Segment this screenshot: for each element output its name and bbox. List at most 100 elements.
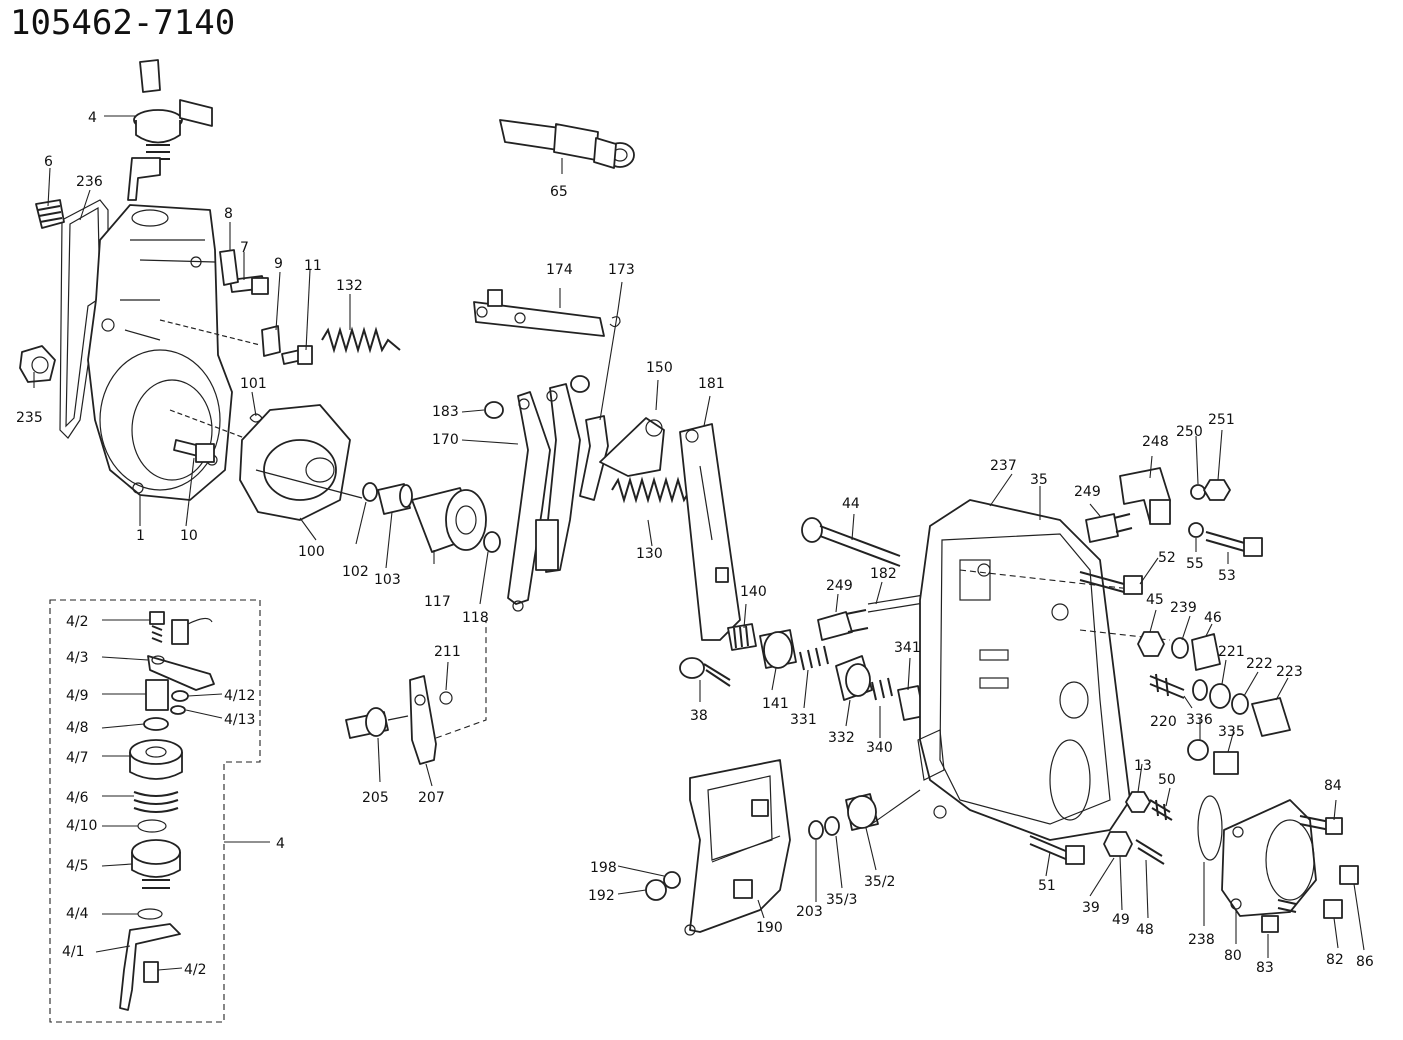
label-183: 183 <box>432 404 459 420</box>
fitting-35-2 <box>845 793 879 831</box>
label-kit-4: 4 <box>276 836 285 852</box>
bolt-335 <box>1213 751 1239 775</box>
nut-192 <box>645 879 667 901</box>
label-221: 221 <box>1218 644 1245 660</box>
arm-181 <box>679 423 741 641</box>
label-118: 118 <box>462 610 489 626</box>
label-173: 173 <box>608 262 635 278</box>
bolt-10 <box>173 439 215 463</box>
nut-251 <box>1203 479 1231 501</box>
label-336: 336 <box>1186 712 1213 728</box>
label-1: 1 <box>136 528 145 544</box>
label-9: 9 <box>274 256 283 272</box>
label-44: 44 <box>842 496 860 512</box>
lever-assembly-170 <box>507 383 609 612</box>
washer-221 <box>1192 679 1208 701</box>
label-182: 182 <box>870 566 897 582</box>
label-340: 340 <box>866 740 893 756</box>
washer-336 <box>1187 739 1209 761</box>
flange-80 <box>1221 799 1317 917</box>
label-65: 65 <box>550 184 568 200</box>
label-238: 238 <box>1188 932 1215 948</box>
label-211: 211 <box>434 644 461 660</box>
label-205: 205 <box>362 790 389 806</box>
flyweight-100 <box>239 404 363 521</box>
label-198: 198 <box>590 860 617 876</box>
link-150 <box>599 417 665 477</box>
leader-lines <box>33 115 1365 971</box>
link-bar-174 <box>473 289 605 337</box>
label-51: 51 <box>1038 878 1056 894</box>
label-kit-4-1: 4/1 <box>62 944 85 960</box>
bolt-7 <box>229 275 269 295</box>
label-kit-4-8: 4/8 <box>66 720 89 736</box>
label-13: 13 <box>1134 758 1152 774</box>
washer-203 <box>808 820 824 840</box>
label-kit-4-12: 4/12 <box>224 688 255 704</box>
label-kit-4-3: 4/3 <box>66 650 89 666</box>
label-kit-4-7: 4/7 <box>66 750 89 766</box>
nut-183 <box>484 401 504 419</box>
adjuster-chain <box>727 623 925 721</box>
label-8: 8 <box>224 206 233 222</box>
leader-118-path <box>435 620 487 739</box>
bolt-44 <box>801 517 901 567</box>
nut-198 <box>663 871 681 889</box>
label-kit-4-5: 4/5 <box>66 858 89 874</box>
washer-8 <box>219 249 239 286</box>
label-86: 86 <box>1356 954 1374 970</box>
label-117: 117 <box>424 594 451 610</box>
screw-11 <box>281 345 313 365</box>
kit-4-parts <box>119 611 215 1011</box>
label-141: 141 <box>762 696 789 712</box>
label-132: 132 <box>336 278 363 294</box>
label-223: 223 <box>1276 664 1303 680</box>
kit-4-outline <box>49 599 261 1023</box>
bolt-38 <box>679 657 731 687</box>
bolt-86 <box>1339 865 1359 885</box>
label-kit-4-9: 4/9 <box>66 688 89 704</box>
nut-45 <box>1137 631 1165 657</box>
label-100: 100 <box>298 544 325 560</box>
washer-222 <box>1231 693 1249 715</box>
label-332: 332 <box>828 730 855 746</box>
screw-48 <box>1135 839 1165 865</box>
label-249a: 249 <box>826 578 853 594</box>
label-10: 10 <box>180 528 198 544</box>
label-220: 220 <box>1150 714 1177 730</box>
label-174: 174 <box>546 262 573 278</box>
label-50: 50 <box>1158 772 1176 788</box>
label-235: 235 <box>16 410 43 426</box>
fitting-249a <box>817 609 869 641</box>
label-kit-4-10: 4/10 <box>66 818 97 834</box>
part-labels: 4 6 236 8 7 9 11 132 235 101 1 10 100 10… <box>16 110 1374 978</box>
label-101: 101 <box>240 376 267 392</box>
governor-housing <box>59 199 261 501</box>
label-7: 7 <box>240 240 249 256</box>
label-83: 83 <box>1256 960 1274 976</box>
lever-207 <box>409 675 437 765</box>
sleeve-103 <box>377 483 413 515</box>
nut-13 <box>1125 791 1151 813</box>
label-4: 4 <box>88 110 97 126</box>
label-11: 11 <box>304 258 322 274</box>
label-341: 341 <box>894 640 921 656</box>
label-150: 150 <box>646 360 673 376</box>
label-46: 46 <box>1204 610 1222 626</box>
label-53: 53 <box>1218 568 1236 584</box>
spring-132 <box>321 326 401 354</box>
label-45: 45 <box>1146 592 1164 608</box>
plug-6 <box>35 199 65 229</box>
label-39: 39 <box>1082 900 1100 916</box>
label-48: 48 <box>1136 922 1154 938</box>
washer-239 <box>1171 637 1189 659</box>
nut-39 <box>1103 831 1133 857</box>
label-80: 80 <box>1224 948 1242 964</box>
o-ring-238 <box>1197 795 1223 861</box>
nut-183b <box>570 375 590 393</box>
drum-117 <box>411 487 487 553</box>
clip-211 <box>439 691 453 705</box>
label-236: 236 <box>76 174 103 190</box>
label-248: 248 <box>1142 434 1169 450</box>
